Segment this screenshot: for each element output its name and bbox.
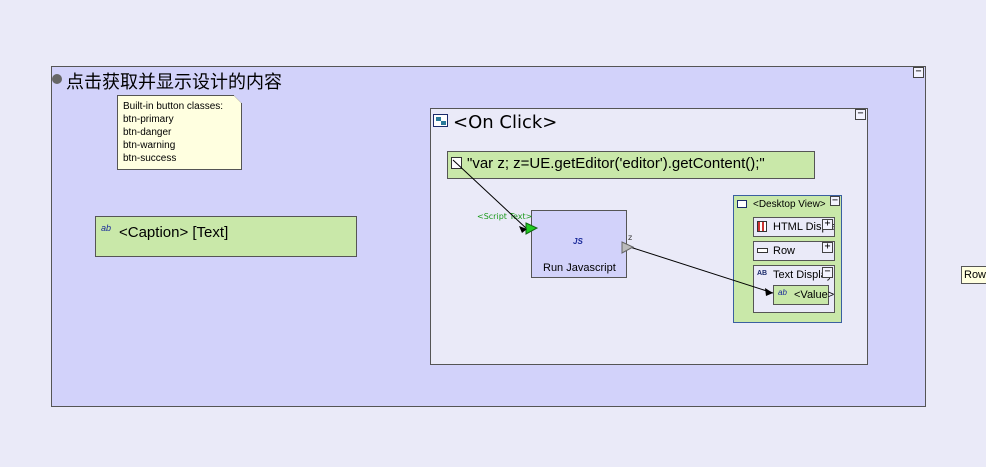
text-display-label: Text Display <box>773 269 833 281</box>
note-line: btn-primary <box>123 114 174 125</box>
note-fold-corner <box>234 95 242 103</box>
value-label: <Value> <box>794 289 835 301</box>
html-display-label: HTML Display <box>773 221 835 233</box>
html-icon <box>757 221 767 232</box>
js-arrowhead <box>519 226 527 233</box>
note-line: btn-warning <box>123 140 176 151</box>
connector-script-to-js <box>452 159 528 230</box>
caption-text-block[interactable]: ab <Caption> [Text] <box>95 216 357 257</box>
text-display-collapse-button[interactable]: − <box>822 267 833 278</box>
run-javascript-node[interactable]: JS Run Javascript <box>531 210 627 278</box>
outer-minimize-button[interactable]: − <box>913 67 924 78</box>
note-line: Built-in button classes: <box>123 101 224 112</box>
event-icon <box>433 114 448 127</box>
on-click-minimize-button[interactable]: − <box>855 109 866 120</box>
outer-panel-dot-icon <box>52 74 62 84</box>
value-arrowhead <box>765 288 773 296</box>
output-port-arrow <box>621 241 635 254</box>
note-line: btn-success <box>123 153 177 164</box>
html-display-expand-button[interactable]: + <box>822 219 833 230</box>
note-line: btn-danger <box>123 127 172 138</box>
script-text: "var z; z=UE.getEditor('editor').getCont… <box>467 155 765 172</box>
row-label: Row <box>773 245 796 257</box>
value-item[interactable]: ab <Value> <box>773 285 834 305</box>
desktop-view-title: <Desktop View> <box>753 199 826 210</box>
caption-text: <Caption> [Text] <box>119 224 229 241</box>
row-tooltip: Row <box>961 266 986 284</box>
z-port-label: z <box>628 233 633 242</box>
run-javascript-label: Run Javascript <box>543 262 616 274</box>
script-text-port-label: <Script Text> <box>477 212 533 221</box>
note-box: Built-in button classes: btn-primary btn… <box>117 95 242 170</box>
desktop-view-minimize-button[interactable]: − <box>830 195 840 206</box>
row-item[interactable]: Row <box>753 241 835 261</box>
outer-panel-title: 点击获取并显示设计的内容 <box>66 72 282 93</box>
on-click-title: <On Click> <box>453 112 558 133</box>
text-display-icon: AB <box>757 270 768 277</box>
input-port-arrow <box>525 222 539 235</box>
row-expand-button[interactable]: + <box>822 242 833 253</box>
desktop-icon <box>737 200 747 208</box>
js-icon: JS <box>573 237 583 246</box>
script-text-block[interactable]: "var z; z=UE.getEditor('editor').getCont… <box>447 151 815 179</box>
row-icon <box>757 248 768 253</box>
html-display-item[interactable]: HTML Display <box>753 217 835 237</box>
text-type-icon: ab <box>101 223 112 233</box>
text-type-icon: ab <box>778 288 787 297</box>
connector-js-to-value <box>629 246 774 294</box>
